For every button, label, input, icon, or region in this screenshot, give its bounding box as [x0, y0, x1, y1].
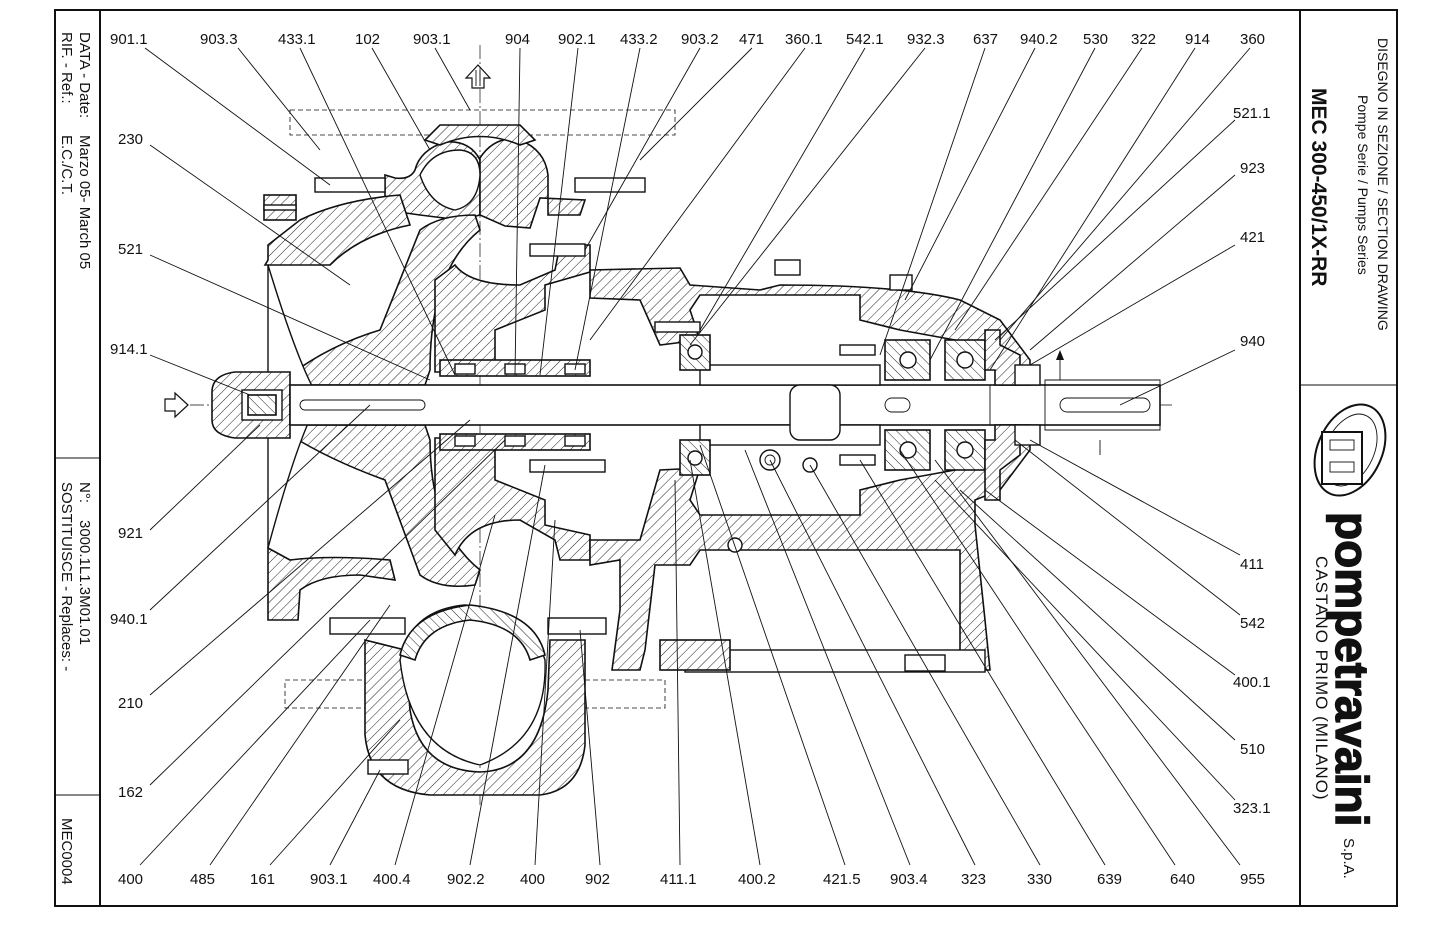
callout-360: 360 — [1240, 31, 1265, 48]
callouts-top: 901.1 903.3 433.1 102 903.1 904 902.1 43… — [110, 31, 1265, 48]
callout-360.1: 360.1 — [785, 31, 823, 48]
callout-530: 530 — [1083, 31, 1108, 48]
callout-421: 421 — [1240, 229, 1265, 246]
number-label: N°: — [76, 482, 93, 503]
callout-904: 904 — [505, 31, 530, 48]
callout-901.1: 901.1 — [110, 31, 148, 48]
callout-433.2: 433.2 — [620, 31, 658, 48]
callout-921: 921 — [118, 525, 143, 542]
pump-section-view — [164, 45, 1175, 805]
callout-400.4: 400.4 — [373, 871, 411, 888]
discharge-arrow — [464, 64, 492, 89]
callout-923: 923 — [1240, 160, 1265, 177]
callout-914.1: 914.1 — [110, 341, 148, 358]
company-name: pompetravaini — [1326, 512, 1378, 826]
callout-510: 510 — [1240, 741, 1265, 758]
callout-903.2: 903.2 — [681, 31, 719, 48]
callout-902: 902 — [585, 871, 610, 888]
callout-521.1: 521.1 — [1233, 105, 1271, 122]
callout-903.1-b: 903.1 — [310, 871, 348, 888]
callout-955: 955 — [1240, 871, 1265, 888]
callouts-left: 230 521 914.1 921 940.1 210 162 — [110, 131, 148, 801]
callout-102: 102 — [355, 31, 380, 48]
callout-411: 411 — [1240, 556, 1264, 573]
callout-161: 161 — [250, 871, 275, 888]
bearing-right — [884, 339, 986, 471]
callout-940.1: 940.1 — [110, 611, 148, 628]
bearing-left — [679, 334, 711, 476]
callout-322: 322 — [1131, 31, 1156, 48]
suction-arrow — [164, 391, 189, 419]
rif-label: RIF. - Ref.: — [58, 32, 75, 104]
callout-330: 330 — [1027, 871, 1052, 888]
company-logo-mark — [1313, 403, 1387, 497]
callout-400.2: 400.2 — [738, 871, 776, 888]
date-value: Marzo 05- March 05 — [76, 135, 93, 269]
callout-639: 639 — [1097, 871, 1122, 888]
left-info-strip: RIF. - Ref.: E.C./C.T. DATA - Date: Marz… — [58, 32, 93, 885]
drawing-frame — [54, 9, 1398, 907]
callout-400.1: 400.1 — [1233, 674, 1271, 691]
callout-485: 485 — [190, 871, 215, 888]
callout-903.1: 903.1 — [413, 31, 451, 48]
callout-411.1: 411.1 — [660, 871, 696, 888]
callout-400-a: 400 — [118, 871, 143, 888]
callout-914: 914 — [1185, 31, 1210, 48]
callout-940.2: 940.2 — [1020, 31, 1058, 48]
callout-903.3: 903.3 — [200, 31, 238, 48]
callout-323: 323 — [961, 871, 986, 888]
pump-model: MEC 300-450/1X-RR — [1307, 88, 1330, 286]
callout-323.1: 323.1 — [1233, 800, 1271, 817]
leader-lines — [139, 47, 1251, 866]
drawing-type: DISEGNO IN SEZIONE / SECTION DRAWING — [1375, 38, 1391, 331]
callouts-right: 521.1 923 421 940 411 542 400.1 510 323.… — [1233, 105, 1271, 817]
company-suffix: S.p.A. — [1340, 838, 1357, 879]
callout-230: 230 — [118, 131, 143, 148]
callout-903.4: 903.4 — [890, 871, 928, 888]
callout-940: 940 — [1240, 333, 1265, 350]
callout-902.2: 902.2 — [447, 871, 485, 888]
callout-640: 640 — [1170, 871, 1195, 888]
callout-902.1: 902.1 — [558, 31, 596, 48]
company-location: CASTANO PRIMO (MILANO) — [1312, 556, 1331, 801]
callout-932.3: 932.3 — [907, 31, 945, 48]
date-label: DATA - Date: — [76, 32, 93, 118]
callout-162: 162 — [118, 784, 143, 801]
replaces-label: SOSTITUISCE - Replaces: - — [58, 482, 75, 671]
callout-433.1: 433.1 — [278, 31, 316, 48]
callout-471: 471 — [739, 31, 764, 48]
rif-value: E.C./C.T. — [58, 135, 75, 195]
callout-210: 210 — [118, 695, 143, 712]
callout-521: 521 — [118, 241, 143, 258]
pump-series: Pompe Serie / Pumps Series — [1355, 95, 1371, 275]
callout-421.5: 421.5 — [823, 871, 861, 888]
callout-400-b: 400 — [520, 871, 545, 888]
callout-542: 542 — [1240, 615, 1265, 632]
title-block: DISEGNO IN SEZIONE / SECTION DRAWING Pom… — [1307, 38, 1391, 879]
callouts-bottom: 400 485 161 903.1 400.4 902.2 400 902 41… — [118, 871, 1265, 888]
callout-637: 637 — [973, 31, 998, 48]
callout-542.1: 542.1 — [846, 31, 884, 48]
drawing-code: MEC0004 — [58, 818, 75, 885]
number-value: 3000.1L1.3M01.01 — [76, 520, 93, 645]
